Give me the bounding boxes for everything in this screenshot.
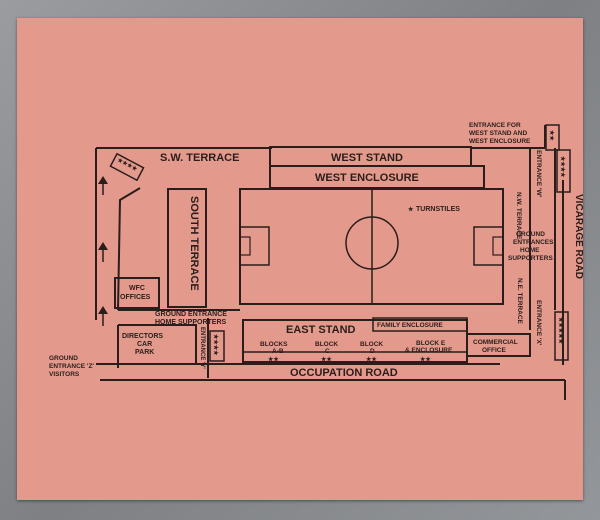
entrance-w-label: ENTRANCE 'W' — [535, 150, 542, 198]
ne-terrace-label: N.E. TERRACE — [516, 278, 523, 325]
turnstile-star: ★ — [408, 206, 414, 213]
directors-label-3: PARK — [135, 349, 154, 356]
ground-entrance-home-label-2: HOME SUPPORTERS — [155, 319, 227, 326]
wfc-offices-block — [114, 277, 160, 309]
directors-car-park-block — [118, 324, 197, 364]
entrance-y-label: ENTRANCE 'Y' — [199, 327, 205, 369]
centre-circle — [345, 216, 399, 270]
directors-label-2: CAR — [137, 341, 152, 348]
stars-blocks-ab: ★★ — [268, 356, 279, 363]
stars-block-d: ★★ — [366, 356, 377, 363]
occupation-road-label: OCCUPATION ROAD — [290, 367, 398, 379]
entrance-ws-label-3: WEST ENCLOSURE — [469, 138, 531, 145]
entrance-box-x — [554, 311, 569, 361]
stars-entrance-x: ★★★★★ — [557, 317, 564, 345]
entrance-ws-label-1: ENTRANCE FOR — [469, 122, 521, 129]
commercial-label-2: OFFICE — [482, 347, 506, 354]
block-e-label-2: & ENCLOSURE — [405, 347, 453, 354]
entrance-ws-label-2: WEST STAND AND — [469, 130, 527, 137]
ground-visitors-label-1: GROUND — [49, 355, 78, 362]
ground-entrance-home-label-1: GROUND ENTRANCE — [155, 311, 227, 318]
ground-home-label-4: SUPPORTERS — [508, 255, 553, 262]
south-terrace-label: SOUTH TERRACE — [188, 196, 200, 291]
inner-path-line — [117, 187, 141, 311]
entrance-x-label: ENTRANCE 'X' — [535, 300, 542, 346]
stars-entrance-y: ★★★★ — [212, 334, 219, 356]
arrow-icon-2 — [98, 242, 108, 262]
entrance-box-w — [556, 149, 571, 193]
commercial-label-1: COMMERCIAL — [473, 339, 518, 346]
west-enclosure-label: WEST ENCLOSURE — [315, 172, 419, 184]
left-penalty-box — [239, 226, 270, 266]
left-goal-area — [239, 236, 251, 256]
ground-visitors-label-3: VISITORS — [49, 371, 80, 378]
nw-terrace-label: N.W. TERRACE — [515, 192, 522, 240]
stars-entrance-ws: ★★ — [548, 130, 555, 141]
south-terrace-block — [167, 188, 207, 308]
right-goal-area — [492, 236, 504, 256]
block-d-label-2: D — [370, 348, 375, 355]
block-c-label-1: BLOCK — [315, 341, 338, 348]
stars-entrance-w: ★★★★ — [559, 156, 566, 178]
blocks-ab-label-2: A-B — [272, 348, 284, 355]
entrance-box-sw — [109, 152, 145, 182]
ground-home-label-1: GROUND — [516, 231, 545, 238]
entrance-box-ws — [545, 124, 560, 151]
family-enclosure-block — [372, 317, 468, 332]
ground-visitors-label-2: ENTRANCE 'Z' — [49, 363, 94, 370]
family-enclosure-label: FAMILY ENCLOSURE — [377, 322, 443, 329]
stars-block-c: ★★ — [321, 356, 332, 363]
directors-label-1: DIRECTORS — [122, 333, 163, 340]
ticket-paper — [17, 18, 583, 500]
sw-terrace-label: S.W. TERRACE — [160, 152, 239, 164]
block-e-label-1: BLOCK E — [416, 340, 446, 347]
ground-home-label-3: HOME — [520, 247, 540, 254]
block-c-label-2: C — [325, 348, 330, 355]
wfc-label-2: OFFICES — [120, 294, 151, 301]
commercial-office-block — [466, 333, 531, 357]
blocks-ab-label-1: BLOCKS — [260, 341, 288, 348]
arrow-icon-3 — [98, 306, 108, 326]
west-stand-label: WEST STAND — [331, 152, 403, 164]
east-stand-label: EAST STAND — [286, 324, 356, 336]
turnstiles-label: TURNSTILES — [416, 206, 460, 213]
block-d-label-1: BLOCK — [360, 341, 383, 348]
right-penalty-box — [473, 226, 504, 266]
vicarage-road-label: VICARAGE ROAD — [573, 194, 584, 279]
wfc-label-1: WFC — [129, 285, 145, 292]
entrance-box-y — [209, 330, 225, 362]
ground-home-label-2: ENTRANCES — [513, 239, 554, 246]
stars-block-e: ★★ — [420, 356, 431, 363]
arrow-icon-1 — [98, 176, 108, 195]
